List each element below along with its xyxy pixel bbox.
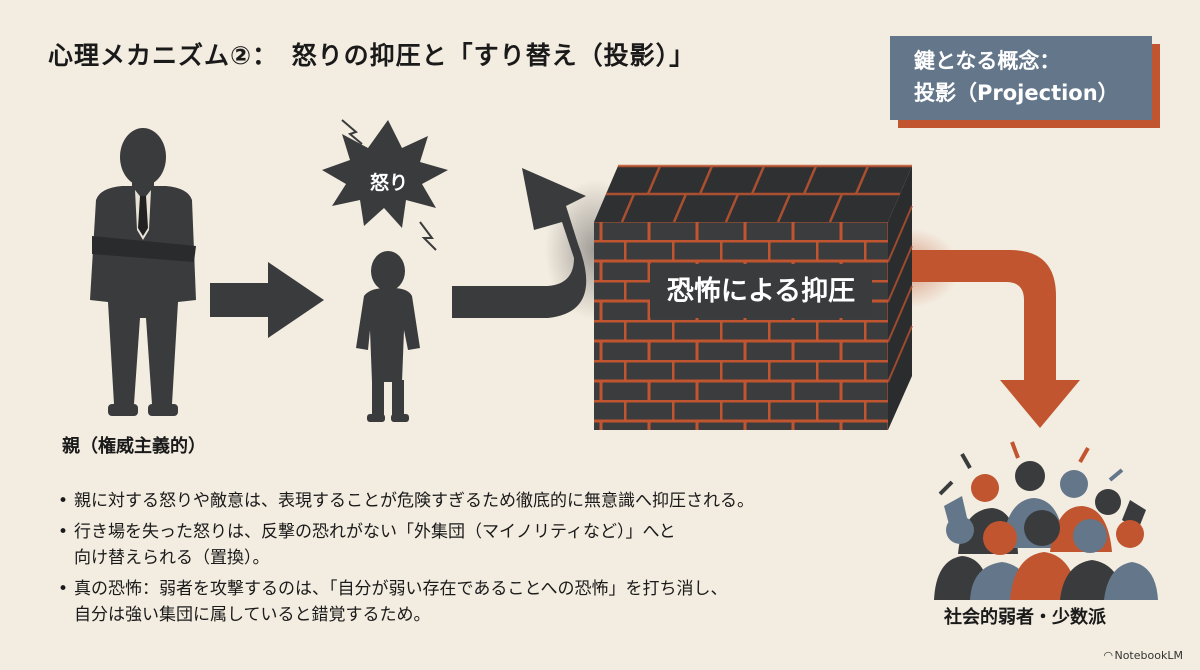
explanation-list: 親に対する怒りや敵意は、表現することが危険すぎるため徹底的に無意識へ抑圧される。…: [58, 488, 858, 633]
key-concept-heading: 鍵となる概念：: [914, 49, 1061, 73]
footer-brand-name: NotebookLM: [1114, 649, 1183, 662]
explanation-item: 親に対する怒りや敵意は、表現することが危険すぎるため徹底的に無意識へ抑圧される。: [58, 488, 858, 514]
anger-burst: [322, 119, 448, 251]
child-figure: [356, 251, 420, 422]
minority-label: 社会的弱者・少数派: [944, 607, 1106, 628]
arrow-parent-to-child: [210, 262, 324, 338]
page-title: 心理メカニズム②： 怒りの抑圧と「すり替え（投影）」: [48, 41, 696, 70]
wall-label: 恐怖による抑圧: [667, 275, 855, 307]
minority-crowd: [934, 441, 1158, 600]
anger-label: 怒り: [370, 171, 408, 194]
key-concept-term: 投影（Projection）: [914, 81, 1119, 105]
explanation-item: 真の恐怖：弱者を攻撃するのは、「自分が弱い存在であることへの恐怖」を打ち消し、 …: [58, 576, 858, 628]
key-concept-panel: 鍵となる概念： 投影（Projection）: [890, 36, 1152, 120]
brick-wall: [594, 164, 913, 430]
parent-label: 親（権威主義的）: [62, 436, 206, 457]
parent-figure: [90, 128, 196, 416]
footer-brand: ◠NotebookLM: [1104, 649, 1183, 662]
notebooklm-icon: ◠: [1104, 649, 1113, 662]
key-concept-box: 鍵となる概念： 投影（Projection）: [890, 36, 1160, 128]
explanation-item: 行き場を失った怒りは、反撃の恐れがない「外集団（マイノリティなど）」へと 向け替…: [58, 519, 858, 571]
